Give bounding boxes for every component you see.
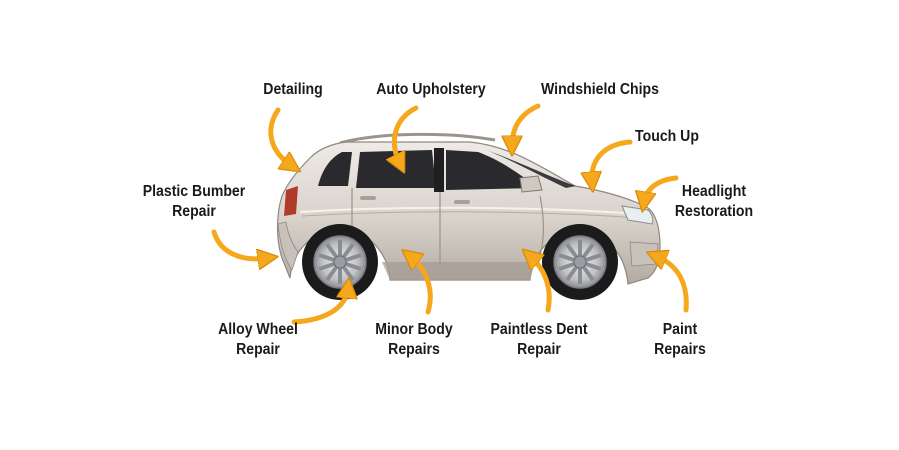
front-wheel xyxy=(542,224,618,300)
door-handle-front xyxy=(454,200,470,204)
label-windshield-chips: Windshield Chips xyxy=(538,80,661,100)
label-plastic-bumber-repair-line-1: Plastic Bumber xyxy=(141,182,247,202)
label-minor-body-repairs: Minor Body Repairs xyxy=(368,320,460,360)
label-auto-upholstery: Auto Upholstery xyxy=(374,80,488,100)
label-paint-repairs-line-2: Repairs xyxy=(645,340,715,360)
label-headlight-restoration-line-2: Restoration xyxy=(670,202,758,222)
curved-arrow-icon-windshield-chips xyxy=(512,106,538,146)
door-handle-rear xyxy=(360,196,376,200)
tail-light xyxy=(284,186,298,216)
label-minor-body-repairs-line-2: Repairs xyxy=(368,340,460,360)
label-windshield-chips-line-1: Windshield Chips xyxy=(538,80,661,100)
label-alloy-wheel-repair-line-1: Alloy Wheel xyxy=(214,320,302,340)
label-minor-body-repairs-line-1: Minor Body xyxy=(368,320,460,340)
curved-arrow-icon-detailing xyxy=(271,110,292,166)
label-headlight-restoration: Headlight Restoration xyxy=(670,182,758,222)
rear-wheel xyxy=(302,224,378,300)
label-detailing-line-1: Detailing xyxy=(253,80,332,100)
label-paintless-dent-repair: Paintless Dent Repair xyxy=(487,320,591,360)
label-paintless-dent-repair-line-1: Paintless Dent xyxy=(487,320,591,340)
curved-arrow-icon-touch-up xyxy=(592,142,630,182)
curved-arrow-icon-plastic-bumber xyxy=(214,232,268,259)
b-pillar xyxy=(434,148,444,192)
label-touch-up-line-1: Touch Up xyxy=(627,127,706,147)
side-mirror xyxy=(520,176,542,192)
label-plastic-bumber-repair: Plastic Bumber Repair xyxy=(141,182,247,222)
label-paint-repairs: Paint Repairs xyxy=(645,320,715,360)
label-plastic-bumber-repair-line-2: Repair xyxy=(141,202,247,222)
label-alloy-wheel-repair-line-2: Repair xyxy=(214,340,302,360)
label-auto-upholstery-line-1: Auto Upholstery xyxy=(374,80,488,100)
label-touch-up: Touch Up xyxy=(627,127,706,147)
label-detailing: Detailing xyxy=(253,80,332,100)
curved-arrow-icon-paint-repairs xyxy=(656,256,686,310)
label-alloy-wheel-repair: Alloy Wheel Repair xyxy=(214,320,302,360)
label-paintless-dent-repair-line-2: Repair xyxy=(487,340,591,360)
body-sill xyxy=(382,262,535,280)
label-headlight-restoration-line-1: Headlight xyxy=(670,182,758,202)
front-bumper xyxy=(630,242,658,266)
label-paint-repairs-line-1: Paint xyxy=(645,320,715,340)
